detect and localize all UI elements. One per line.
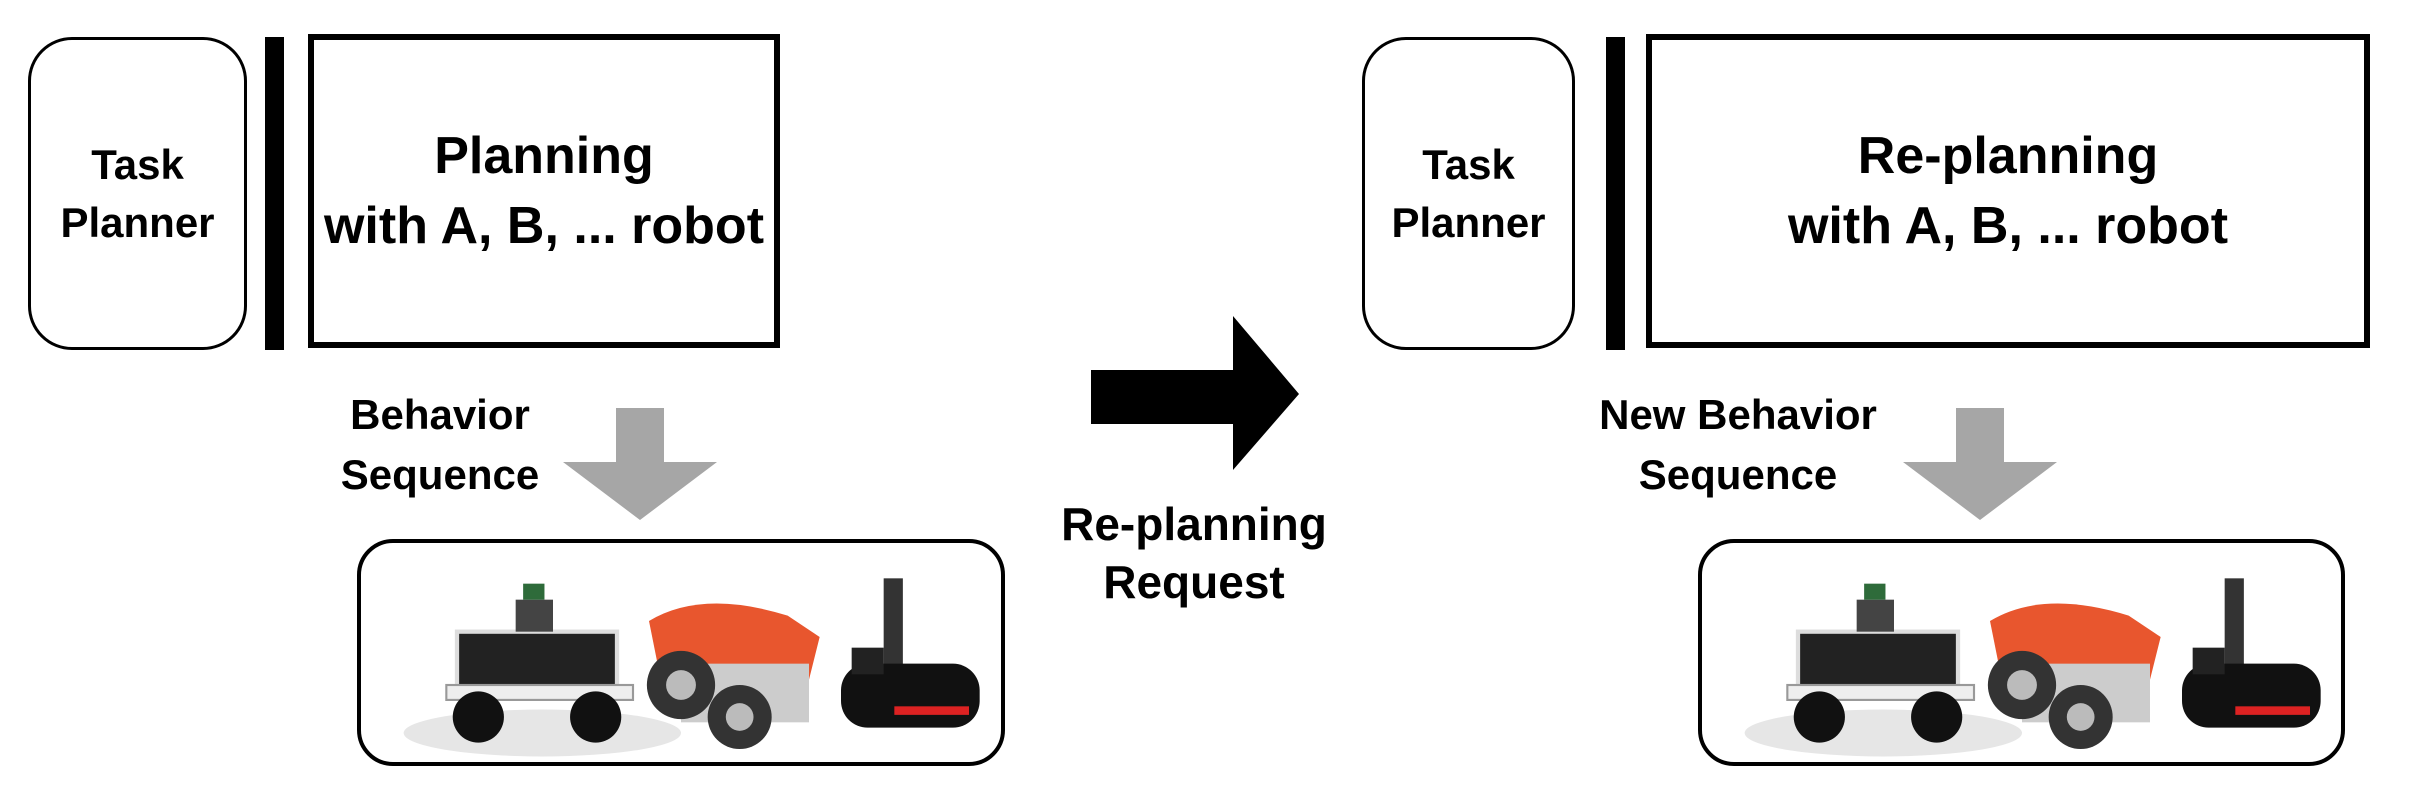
replanning-title: Re-planning <box>1857 127 2159 185</box>
down-arrow-icon <box>1903 408 2057 520</box>
task-planner-label: Planner <box>60 198 215 246</box>
request-line: Re-planning <box>1061 498 1327 550</box>
robot-group-box <box>357 539 1005 766</box>
robot-group-box <box>1698 539 2345 766</box>
behavior-line: Sequence <box>1638 451 1838 498</box>
divider-bar <box>265 37 284 350</box>
behavior-line: Sequence <box>340 451 540 498</box>
robot-images <box>1702 543 2342 763</box>
divider-bar <box>1606 37 1625 350</box>
task-planner-label: Task <box>91 140 184 188</box>
planning-box: Planning with A, B, ... robot <box>308 34 780 348</box>
robot-images <box>361 543 1001 763</box>
task-planner-label: Planner <box>1391 198 1546 246</box>
replanning-subtitle: with A, B, ... robot <box>1787 197 2229 255</box>
behavior-line: New Behavior <box>1599 391 1877 438</box>
task-planner-label: Task <box>1422 140 1515 188</box>
request-line: Request <box>1103 556 1285 608</box>
right-arrow-icon <box>1091 316 1299 470</box>
planning-title: Planning <box>434 127 654 185</box>
behavior-line: Behavior <box>350 391 530 438</box>
replanning-box: Re-planning with A, B, ... robot <box>1646 34 2370 348</box>
planning-subtitle: with A, B, ... robot <box>323 197 765 255</box>
down-arrow-icon <box>563 408 717 520</box>
